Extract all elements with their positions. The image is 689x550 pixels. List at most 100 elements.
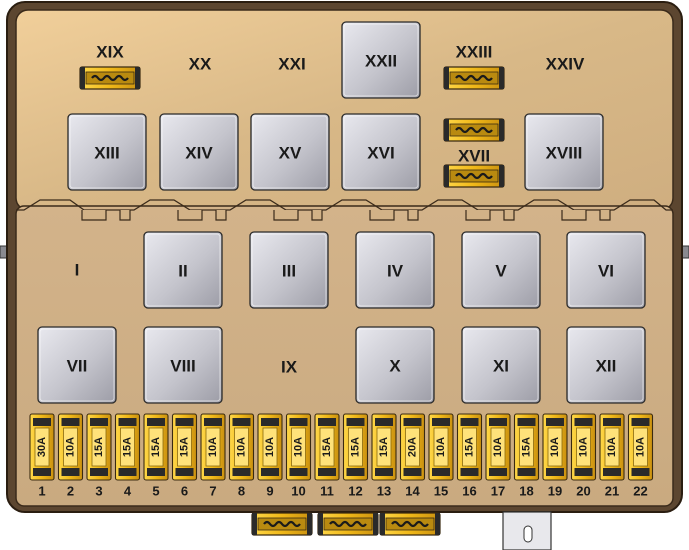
fuse-22[interactable]: 10A 22 — [627, 413, 654, 499]
relay-xiii[interactable] — [67, 113, 147, 191]
relay-xi[interactable] — [461, 326, 541, 404]
relay-body — [566, 326, 646, 404]
label-relay-xix: XIX — [96, 43, 124, 62]
relay-body — [341, 21, 421, 99]
relay-label: VIII — [170, 357, 196, 376]
fuse-number: 21 — [605, 484, 619, 499]
relay-body — [143, 231, 223, 309]
relay-xxii[interactable] — [341, 21, 421, 99]
relay-iii[interactable] — [249, 231, 329, 309]
mini-fuse-xvii-a[interactable] — [443, 118, 505, 142]
fuse-rating: 20A — [407, 437, 419, 457]
label-relay-xxiv: XXIV — [546, 55, 585, 74]
fuse-21[interactable]: 10A 21 — [599, 413, 625, 499]
fuse-number: 7 — [209, 484, 216, 499]
bottom-mini-fuse-2[interactable] — [317, 512, 379, 536]
relay-body — [566, 231, 646, 309]
fuse-17[interactable]: 10A 17 — [485, 413, 511, 499]
fuse-14[interactable]: 20A 14 — [399, 413, 426, 499]
label-relay-xvii: XVII — [458, 147, 490, 166]
fuse-rating: 10A — [492, 437, 504, 457]
fuse-4[interactable]: 15A 4 — [114, 413, 141, 499]
relay-label: VII — [67, 357, 88, 376]
fuse-rating: 15A — [521, 437, 533, 457]
fuse-number: 19 — [548, 484, 562, 499]
relay-body — [355, 231, 435, 309]
relay-label: XV — [279, 144, 302, 163]
fuse-rating: 10A — [578, 437, 590, 457]
mini-fuse-xvii-b[interactable] — [443, 164, 505, 188]
relay-xiv[interactable] — [159, 113, 239, 191]
fuse-rating: 10A — [549, 437, 561, 457]
relay-body — [143, 326, 223, 404]
relay-iv[interactable] — [355, 231, 435, 309]
relay-layer — [37, 21, 646, 404]
fuse-rating: 10A — [264, 437, 276, 457]
relay-xviii[interactable] — [524, 113, 604, 191]
relay-xv[interactable] — [250, 113, 330, 191]
relay-label: XIII — [94, 144, 120, 163]
fuse-18[interactable]: 15A 18 — [513, 413, 540, 499]
label-relay-ix: IX — [281, 358, 298, 377]
relay-body — [524, 113, 604, 191]
fuse-rating: 10A — [293, 437, 305, 457]
mini-fuse-xix[interactable] — [79, 66, 141, 90]
relay-body — [355, 326, 435, 404]
fuse-rating: 10A — [635, 437, 647, 457]
relay-xvi[interactable] — [341, 113, 421, 191]
fuse-number: 20 — [576, 484, 590, 499]
fuse-rating: 15A — [321, 437, 333, 457]
fuse-19[interactable]: 10A 19 — [542, 413, 568, 499]
relay-vi[interactable] — [566, 231, 646, 309]
fuse-number: 16 — [462, 484, 476, 499]
relay-ii[interactable] — [143, 231, 223, 309]
fuse-number: 14 — [405, 484, 420, 499]
fuse-number: 18 — [519, 484, 533, 499]
relay-x[interactable] — [355, 326, 435, 404]
mini-fuse-xxiii[interactable] — [443, 66, 505, 90]
fuse-rating: 10A — [236, 437, 248, 457]
fuse-20[interactable]: 10A 20 — [570, 413, 597, 499]
bottom-mini-fuse-3[interactable] — [379, 512, 441, 536]
relay-latches — [81, 210, 611, 221]
fuse-number: 4 — [124, 484, 132, 499]
fuse-rating: 15A — [179, 437, 191, 457]
relay-body — [250, 113, 330, 191]
relay-vii[interactable] — [37, 326, 117, 404]
fuse-number: 17 — [491, 484, 505, 499]
relay-body — [159, 113, 239, 191]
relay-viii[interactable] — [143, 326, 223, 404]
relay-v[interactable] — [461, 231, 541, 309]
fuse-rating: 15A — [122, 437, 134, 457]
bottom-connectors — [251, 512, 441, 536]
fuse-number: 22 — [633, 484, 647, 499]
relay-label: X — [389, 357, 401, 376]
bottom-mini-fuse-1[interactable] — [251, 512, 313, 536]
relay-label: XVIII — [546, 144, 583, 163]
fuse-rating: 10A — [606, 437, 618, 457]
fuse-rating: 15A — [350, 437, 362, 457]
fuse-number: 12 — [348, 484, 362, 499]
fuse-number: 15 — [434, 484, 448, 499]
fuse-15[interactable]: 10A 15 — [428, 413, 454, 499]
relay-label: VI — [598, 262, 614, 281]
fuse-rating: 10A — [435, 437, 447, 457]
relay-xii[interactable] — [566, 326, 646, 404]
fuse-12[interactable]: 15A 12 — [342, 413, 369, 499]
relay-body — [461, 231, 541, 309]
relay-label: XXII — [365, 52, 397, 71]
